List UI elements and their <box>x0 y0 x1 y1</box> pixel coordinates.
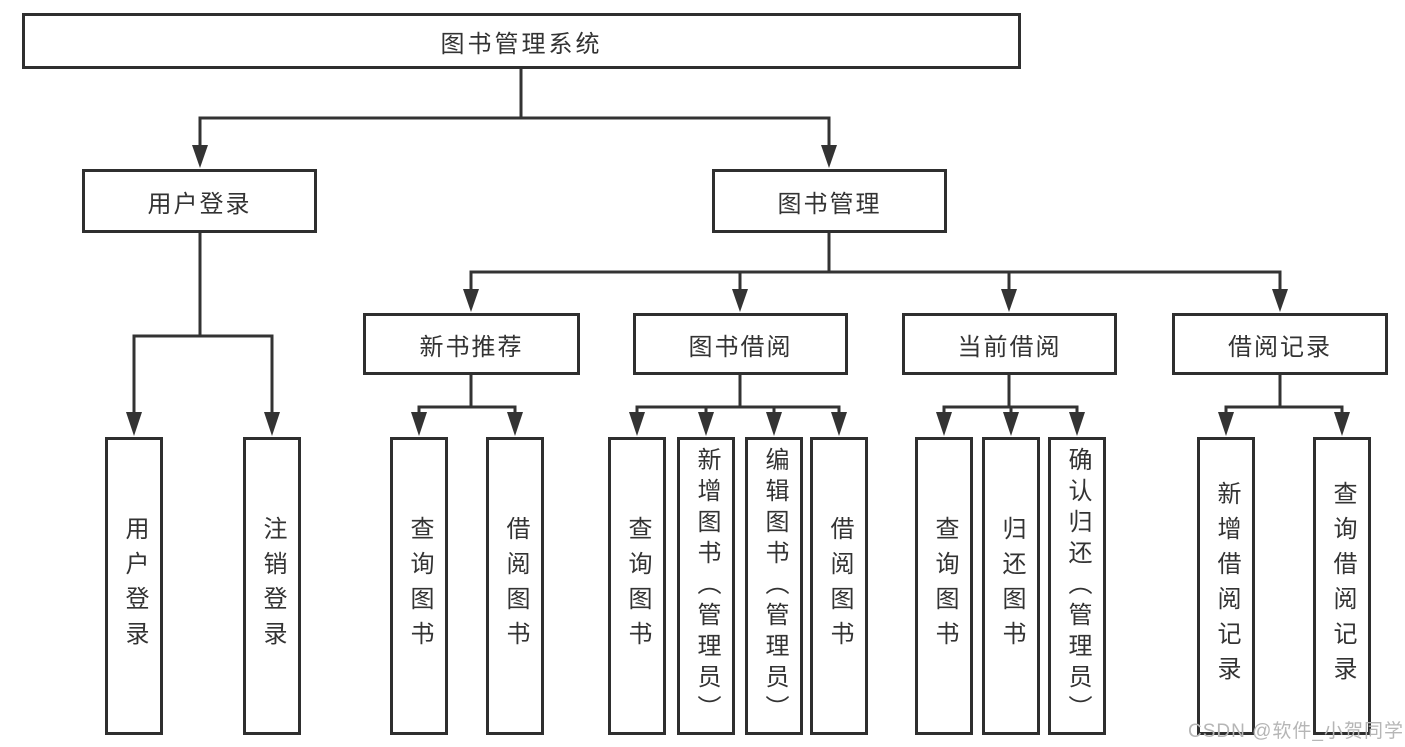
leaf-cb-confirm-return-admin-label: 确认归还（管理员） <box>1064 446 1091 726</box>
leaf-bb-add-book-admin-label: 新增图书（管理员） <box>693 446 720 726</box>
leaf-bb-borrow-book-label: 借阅图书 <box>826 516 853 656</box>
leaf-cb-return-book: 归还图书 <box>982 437 1040 735</box>
leaf-nbr-query-book-label: 查询图书 <box>406 516 433 656</box>
node-current-borrow: 当前借阅 <box>902 313 1117 375</box>
connector-book-management-children <box>463 231 1288 312</box>
leaf-bb-edit-book-admin: 编辑图书（管理员） <box>745 437 803 735</box>
node-book-management: 图书管理 <box>712 169 947 233</box>
leaf-logout: 注销登录 <box>243 437 301 735</box>
leaf-br-query-record-label: 查询借阅记录 <box>1329 481 1356 691</box>
leaf-bb-query-book: 查询图书 <box>608 437 666 735</box>
leaf-bb-borrow-book: 借阅图书 <box>810 437 868 735</box>
leaf-br-add-record: 新增借阅记录 <box>1197 437 1255 735</box>
node-book-borrow: 图书借阅 <box>633 313 848 375</box>
leaf-cb-query-book-label: 查询图书 <box>931 516 958 656</box>
node-user-login: 用户登录 <box>82 169 317 233</box>
node-borrow-records: 借阅记录 <box>1172 313 1388 375</box>
leaf-nbr-query-book: 查询图书 <box>390 437 448 735</box>
leaf-user-login: 用户登录 <box>105 437 163 735</box>
leaf-br-add-record-label: 新增借阅记录 <box>1213 481 1240 691</box>
leaf-cb-confirm-return-admin: 确认归还（管理员） <box>1048 437 1106 735</box>
leaf-br-query-record: 查询借阅记录 <box>1313 437 1371 735</box>
node-new-book-recommend: 新书推荐 <box>363 313 580 375</box>
leaf-bb-edit-book-admin-label: 编辑图书（管理员） <box>761 446 788 726</box>
node-library-management-system: 图书管理系统 <box>22 13 1021 69</box>
connector-new-book-recommend-children <box>411 373 523 436</box>
leaf-cb-query-book: 查询图书 <box>915 437 973 735</box>
connector-borrow-records-children <box>1218 373 1350 436</box>
leaf-bb-add-book-admin: 新增图书（管理员） <box>677 437 735 735</box>
leaf-nbr-borrow-book-label: 借阅图书 <box>502 516 529 656</box>
connector-book-borrow-children <box>629 373 847 436</box>
connector-root-to-level2 <box>192 67 837 168</box>
leaf-bb-query-book-label: 查询图书 <box>624 516 651 656</box>
connector-current-borrow-children <box>936 373 1085 436</box>
leaf-cb-return-book-label: 归还图书 <box>998 516 1025 656</box>
leaf-logout-label: 注销登录 <box>259 516 286 656</box>
leaf-nbr-borrow-book: 借阅图书 <box>486 437 544 735</box>
connector-user-login-children <box>126 231 280 436</box>
leaf-user-login-label: 用户登录 <box>121 516 148 656</box>
csdn-watermark: CSDN @软件_小贺同学 <box>1188 721 1404 742</box>
